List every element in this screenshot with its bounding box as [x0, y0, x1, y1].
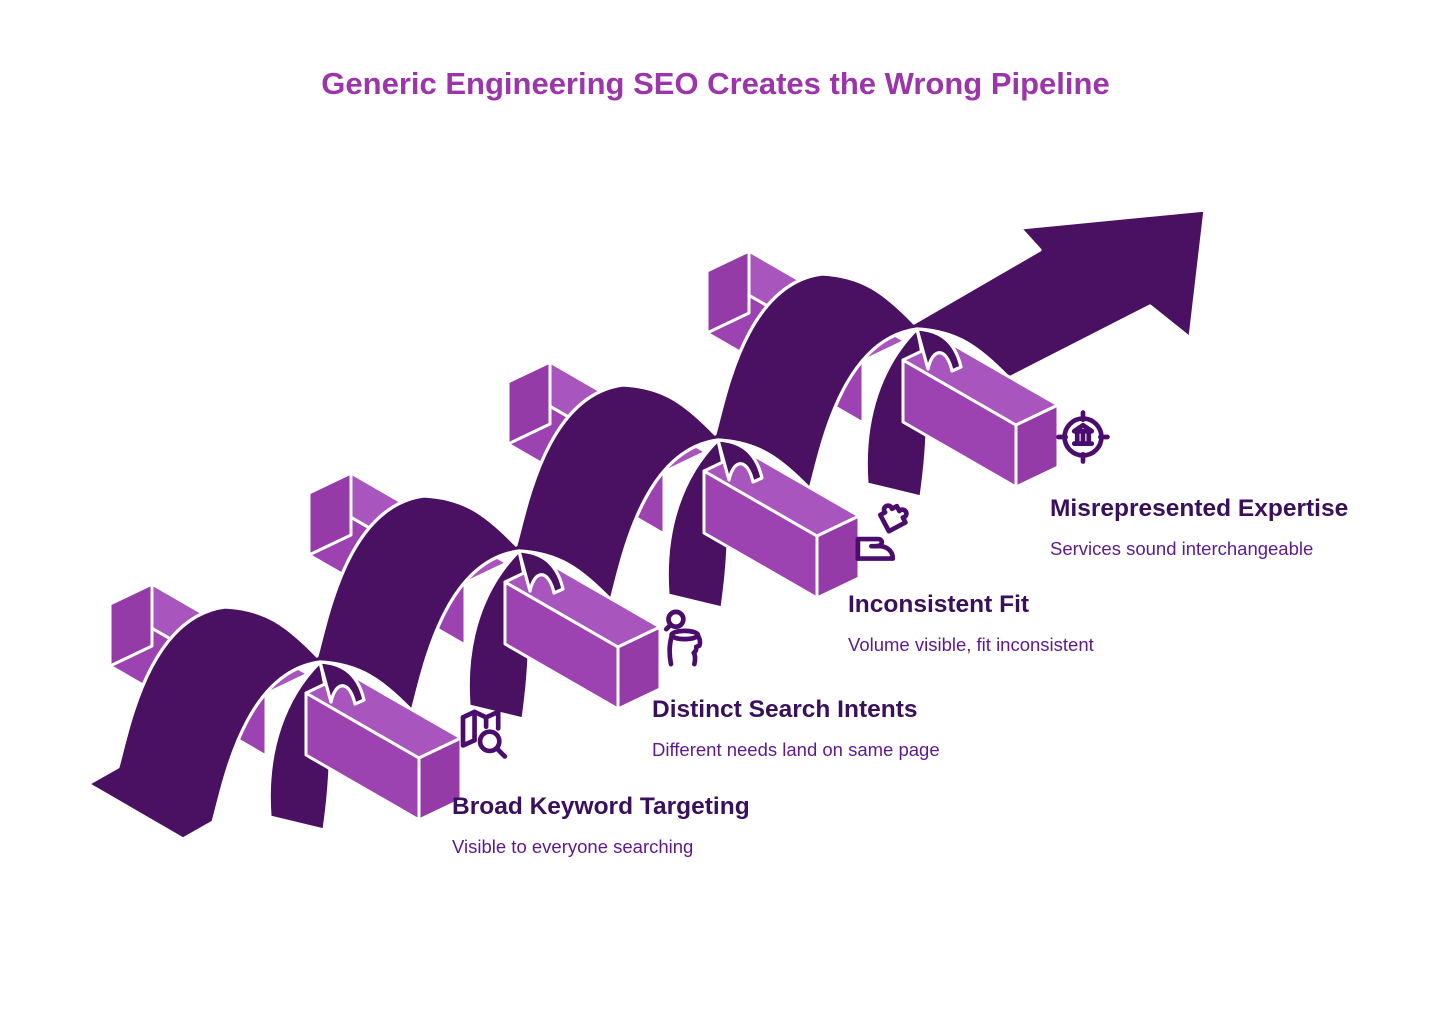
open-mind-search-icon	[652, 605, 1072, 676]
ribbon-arrow	[86, 208, 1207, 841]
page-title: Generic Engineering SEO Creates the Wron…	[321, 66, 1110, 101]
callout-subtext: Different needs land on same page	[652, 739, 940, 760]
hurdle-front-3	[665, 438, 861, 610]
callout-subtext: Services sound interchangeable	[1050, 538, 1314, 559]
hurdle-front-1	[267, 660, 463, 832]
callout-distinct-search-intents: Distinct Search Intents Different needs …	[652, 605, 1072, 761]
callout-heading: Misrepresented Expertise	[1050, 495, 1349, 522]
callout-heading: Distinct Search Intents	[652, 696, 918, 723]
callout-inconsistent-fit: Inconsistent Fit Volume visible, fit inc…	[848, 500, 1268, 656]
callout-broad-keyword-targeting: Broad Keyword Targeting Visible to every…	[452, 702, 872, 858]
callout-misrepresented-expertise: Misrepresented Expertise Services sound …	[1050, 404, 1431, 560]
callout-subtext: Visible to everyone searching	[452, 836, 694, 857]
callout-heading: Broad Keyword Targeting	[452, 793, 750, 820]
institution-target-icon	[1050, 404, 1431, 475]
callout-subtext: Volume visible, fit inconsistent	[848, 634, 1094, 655]
callout-heading: Inconsistent Fit	[848, 591, 1030, 618]
hurdle-front-2	[466, 549, 662, 721]
map-search-icon	[452, 702, 872, 773]
hand-puzzle-icon	[848, 500, 1268, 571]
